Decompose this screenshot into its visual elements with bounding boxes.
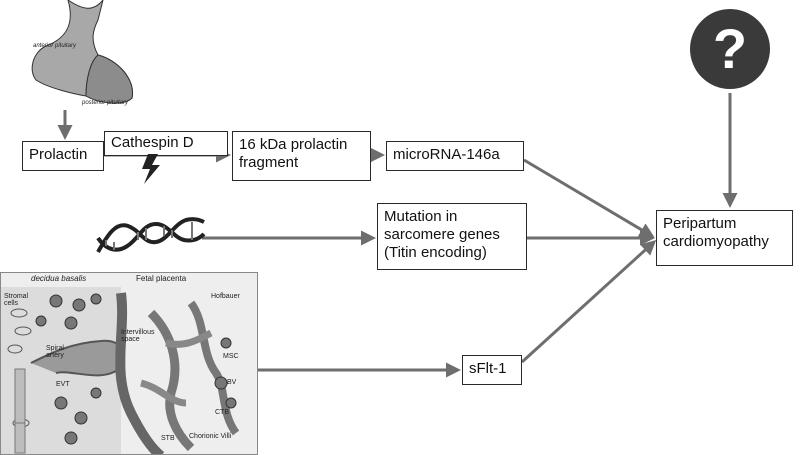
chorionic-villi-label: Chorionic Villi xyxy=(189,433,232,440)
prolactin-box: Prolactin xyxy=(22,141,104,171)
stb-label: STB xyxy=(161,435,175,442)
spiral-artery-label: Spiral artery xyxy=(46,345,64,359)
question-mark-icon: ? xyxy=(690,9,770,89)
ctb-label: CTB xyxy=(215,409,229,416)
bv-label: BV xyxy=(227,379,237,386)
pituitary-illustration xyxy=(31,0,134,104)
evt-label: EVT xyxy=(56,381,70,388)
hofbauer-label: Hofbauer xyxy=(211,293,240,300)
arrow-sflt-to-ppcm xyxy=(520,239,657,364)
ppcm-box: Peripartum cardiomyopathy xyxy=(656,210,793,266)
anterior-pituitary-label: anterior pituitary xyxy=(33,43,77,49)
posterior-pituitary-label: posterior pituitary xyxy=(82,100,129,106)
cathepsin-box: Cathespin D xyxy=(104,131,228,156)
dna-helix-icon xyxy=(96,217,206,253)
sflt-box: sFlt-1 xyxy=(462,355,522,385)
stromal-cells-label: Stromal cells xyxy=(4,293,29,307)
fetal-placenta-label: Fetal placenta xyxy=(136,274,187,283)
lightning-icon xyxy=(142,154,160,184)
decidua-basalis-label: decidua basalis xyxy=(31,274,87,283)
placenta-illustration: decidua basalis Fetal placenta Stromal c… xyxy=(0,272,258,455)
intervillous-space-label: Intervillous space xyxy=(121,329,155,343)
mutation-box: Mutation in sarcomere genes (Titin encod… xyxy=(377,203,527,270)
fragment-box: 16 kDa prolactin fragment xyxy=(232,131,371,181)
msc-label: MSC xyxy=(223,353,239,360)
arrow-microrna-to-ppcm xyxy=(523,158,655,238)
question-symbol: ? xyxy=(713,17,747,80)
placenta-drawing xyxy=(1,273,257,454)
microrna-box: microRNA-146a xyxy=(386,141,524,171)
